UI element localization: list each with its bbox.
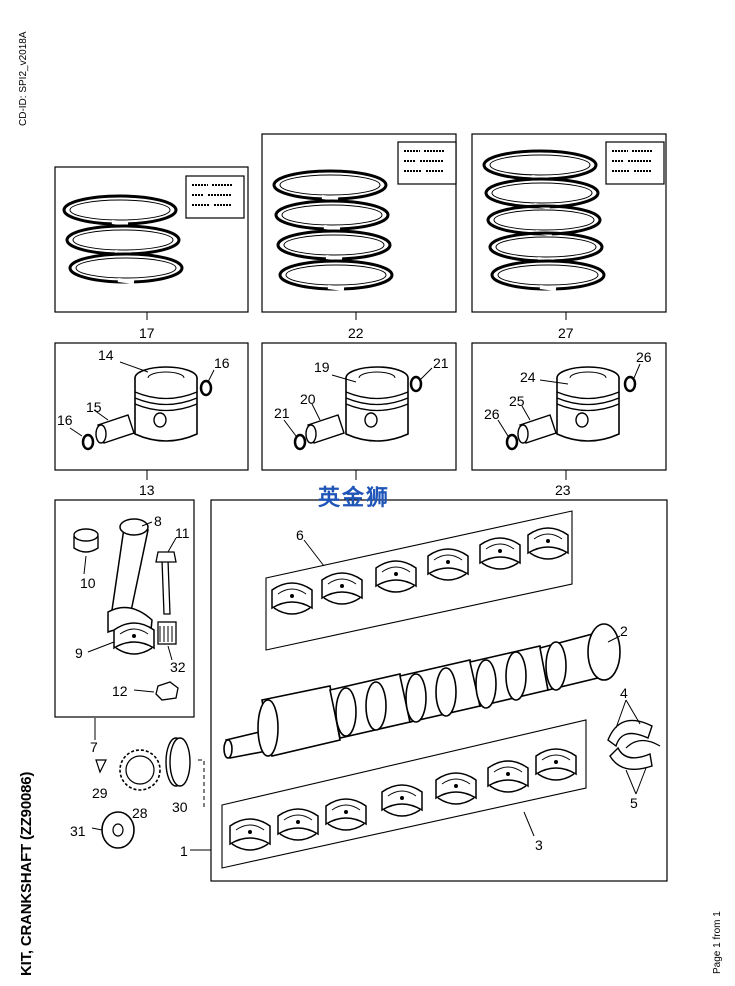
callout-7: 7 — [90, 739, 98, 755]
piston-kit-box-23 — [471, 342, 667, 471]
callout-6: 6 — [296, 527, 304, 543]
callout-10: 10 — [80, 575, 96, 591]
callout-31: 31 — [70, 823, 86, 839]
crankshaft-kit-box — [210, 499, 668, 882]
crankshaft — [223, 623, 621, 759]
callout-25: 25 — [509, 393, 525, 409]
piston-kit-box-13 — [54, 342, 249, 471]
callout-24: 24 — [520, 369, 536, 385]
callout-5: 5 — [630, 795, 638, 811]
callout-11: 11 — [175, 525, 190, 541]
conrod-kit-box — [54, 499, 195, 718]
callout-21b: 21 — [274, 405, 290, 421]
callout-1: 1 — [180, 843, 188, 859]
callout-22: 22 — [348, 325, 364, 341]
callout-26b: 26 — [484, 406, 500, 422]
callout-28: 28 — [132, 805, 148, 821]
ring-kit-box-22 — [261, 133, 457, 313]
callout-29: 29 — [92, 785, 108, 801]
callout-15: 15 — [86, 399, 102, 415]
piston-kit-box-18 — [261, 342, 457, 471]
callout-4: 4 — [620, 685, 628, 701]
callout-9: 9 — [75, 645, 83, 661]
ring-kit-box-27 — [471, 133, 667, 313]
callout-8: 8 — [154, 513, 162, 529]
callout-27: 27 — [558, 325, 574, 341]
ring-kit-box-17 — [54, 166, 249, 313]
callout-2: 2 — [620, 623, 628, 639]
watermark-logo: 英金狮 — [318, 486, 391, 511]
callout-12: 12 — [112, 683, 128, 699]
callout-19: 19 — [314, 359, 330, 375]
callout-20: 20 — [300, 391, 316, 407]
callout-13: 13 — [139, 482, 155, 498]
callout-3: 3 — [535, 837, 543, 853]
callout-21a: 21 — [433, 355, 449, 371]
callout-30: 30 — [172, 799, 188, 815]
callout-26a: 26 — [636, 349, 652, 365]
callout-16a: 16 — [214, 355, 230, 371]
callout-14: 14 — [98, 347, 114, 363]
callout-17: 17 — [139, 325, 155, 341]
callout-16b: 16 — [57, 412, 73, 428]
callout-23: 23 — [555, 482, 571, 498]
callout-32: 32 — [170, 659, 186, 675]
